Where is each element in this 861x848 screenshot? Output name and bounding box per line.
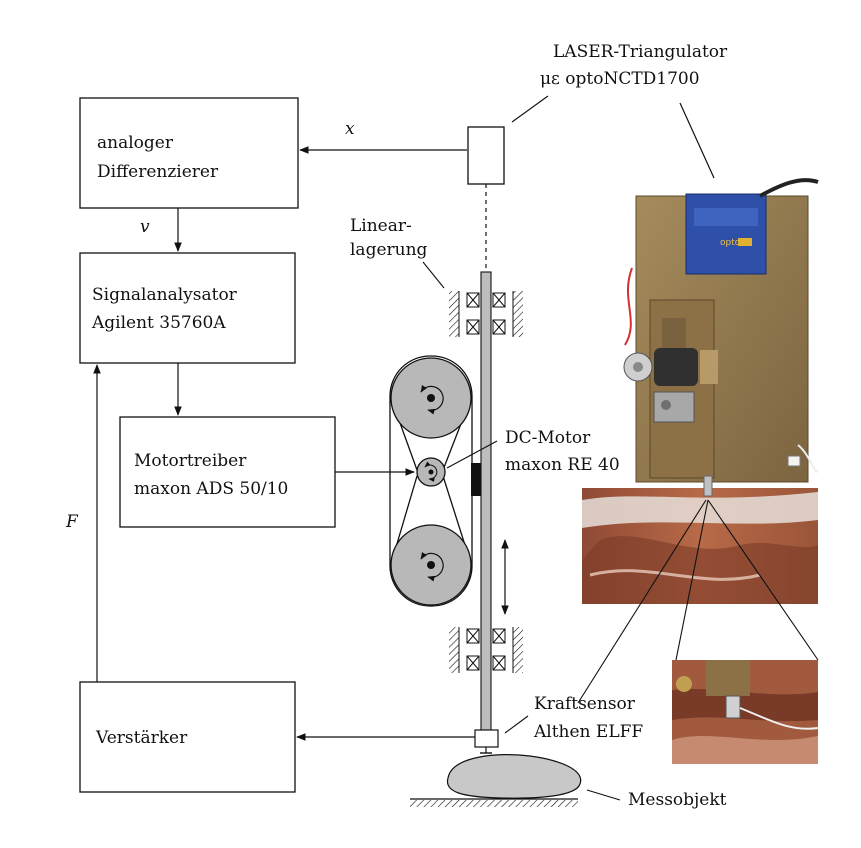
motor-driver-block: Motortreiber maxon ADS 50/10 (119, 416, 336, 528)
driver-label-2: maxon ADS 50/10 (134, 479, 288, 499)
laser-leader-line (679, 102, 715, 179)
zoom-line-right (707, 499, 819, 661)
bearing-label-1: Linear- (350, 216, 412, 236)
object-leader-line (586, 789, 621, 801)
signal-f-label: F (65, 512, 79, 532)
signal-lines (93, 146, 475, 741)
analyzer-label-2: Agilent 35760A (91, 313, 226, 333)
signal-x-label: x (345, 119, 355, 139)
rotation-arrow-upper (420, 384, 444, 415)
analyzer-label-1: Signalanalysator (92, 285, 238, 305)
laser-label-1: LASER-Triangulator (553, 42, 728, 62)
ground (410, 798, 578, 807)
differentiator-block: analoger Differenzierer (79, 97, 299, 209)
linear-bearing-top (449, 291, 523, 337)
belt-drive (389, 355, 473, 607)
belt-clamp (471, 463, 481, 496)
linear-bearing-bottom (449, 627, 523, 673)
bearing-leader-line (422, 261, 445, 289)
amplifier-block: Verstärker (79, 681, 296, 793)
laser-sensor-box (467, 95, 549, 272)
motor-label-1: DC-Motor (505, 428, 591, 448)
measurement-object (446, 754, 582, 799)
zoom-line-left (675, 499, 709, 661)
bearing-label-2: lagerung (350, 240, 428, 260)
laser-label-2: με optoNCTD1700 (540, 69, 700, 89)
motor-label-2: maxon RE 40 (505, 455, 620, 475)
plunger-rod (480, 271, 492, 733)
force-sensor (474, 729, 499, 754)
rotation-arrow-lower (420, 551, 444, 582)
differentiator-label-1: analoger (97, 133, 174, 153)
force-sensor-label-1: Kraftsensor (534, 694, 636, 714)
force-sensor-label-2: Althen ELFF (533, 722, 643, 742)
motor-leader-line (446, 440, 498, 469)
amplifier-label: Verstärker (95, 728, 188, 748)
force-sensor-leader-line (504, 715, 529, 734)
setup-photo: opto (582, 178, 819, 604)
driver-label-1: Motortreiber (134, 451, 247, 471)
rotation-arrow-motor (424, 461, 438, 483)
photo-sensor-leader-line (577, 499, 707, 704)
sensor-closeup-photo (672, 660, 819, 764)
sensor-brand-text: opto (720, 238, 741, 248)
signal-analyzer-block: Signalanalysator Agilent 35760A (79, 252, 296, 364)
object-label: Messobjekt (628, 790, 727, 810)
signal-v-label: v (140, 217, 150, 237)
differentiator-label-2: Differenzierer (97, 162, 219, 182)
